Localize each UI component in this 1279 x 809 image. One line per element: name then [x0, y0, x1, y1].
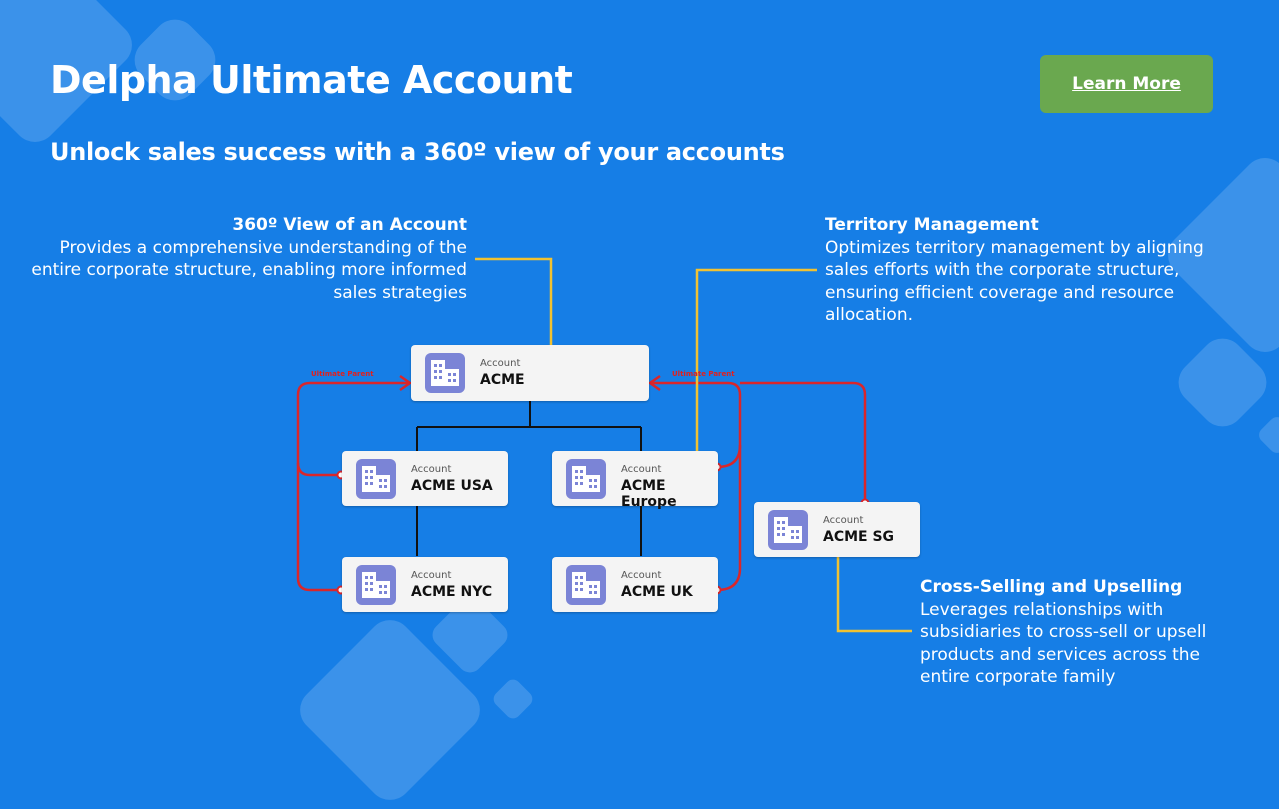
callout-territory: Territory Management Optimizes territory…: [825, 214, 1250, 327]
account-card-acme-europe[interactable]: Account ACME Europe: [552, 451, 718, 510]
account-name: ACME: [480, 372, 525, 388]
building-icon: [356, 565, 396, 605]
callout-body: Provides a comprehensive understanding o…: [31, 237, 467, 303]
account-card-acme-nyc[interactable]: Account ACME NYC: [342, 557, 508, 612]
account-type-label: Account: [411, 464, 452, 475]
account-card-acme-usa[interactable]: Account ACME USA: [342, 451, 508, 506]
building-icon: [425, 353, 465, 393]
building-icon: [566, 565, 606, 605]
page-title: Delpha Ultimate Account: [50, 58, 573, 102]
ultimate-parent-label: Ultimate Parent: [311, 370, 374, 378]
account-card-acme[interactable]: Account ACME: [411, 345, 649, 401]
account-type-label: Account: [411, 570, 452, 581]
callout-body: Optimizes territory management by aligni…: [825, 237, 1204, 326]
account-type-label: Account: [621, 464, 662, 475]
callout-heading: 360º View of an Account: [232, 215, 467, 235]
callout-heading: Territory Management: [825, 215, 1039, 235]
ultimate-parent-label: Ultimate Parent: [672, 370, 735, 378]
account-name: ACME Europe: [621, 478, 677, 510]
account-name: ACME SG: [823, 529, 895, 545]
building-icon: [356, 459, 396, 499]
account-name: ACME USA: [411, 478, 493, 494]
account-type-label: Account: [823, 515, 864, 526]
building-icon: [768, 510, 808, 550]
callout-cross-selling: Cross-Selling and Upselling Leverages re…: [920, 576, 1250, 689]
account-type-label: Account: [621, 570, 662, 581]
callout-body: Leverages relationships with subsidiarie…: [920, 599, 1207, 688]
account-card-acme-sg[interactable]: Account ACME SG: [754, 502, 920, 557]
callout-heading: Cross-Selling and Upselling: [920, 577, 1183, 597]
learn-more-button[interactable]: Learn More: [1040, 55, 1213, 113]
account-type-label: Account: [480, 358, 521, 369]
page-subtitle: Unlock sales success with a 360º view of…: [50, 138, 785, 166]
building-icon: [566, 459, 606, 499]
callout-360-view: 360º View of an Account Provides a compr…: [27, 214, 467, 304]
account-name: ACME UK: [621, 584, 693, 600]
account-name: ACME NYC: [411, 584, 493, 600]
account-card-acme-uk[interactable]: Account ACME UK: [552, 557, 718, 612]
diagram-connectors: [296, 257, 912, 633]
